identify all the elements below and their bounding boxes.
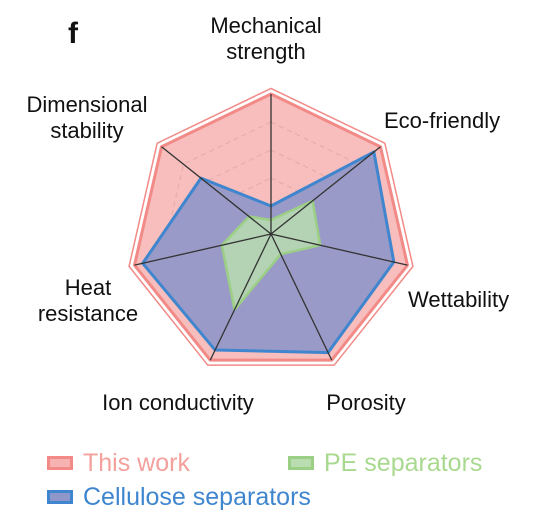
axis-spoke-1 [270,146,381,235]
radar-axes [134,94,408,361]
axis-label-3-line-0: Porosity [326,390,405,415]
legend-item-this-work[interactable]: This work [47,448,190,478]
axis-label-4-line-0: Ion conductivity [102,390,254,415]
axis-label-2-line-0: Wettability [408,287,509,312]
axis-label-6-line-0: Dimensional [26,92,147,117]
grid-ring-outer [128,87,414,366]
legend-label-this-work: This work [83,449,190,477]
axis-label-5-line-1: resistance [38,301,138,326]
axis-spoke-6 [161,146,272,235]
legend-label-cellulose: Cellulose separators [83,483,311,511]
axis-label-3: Porosity [326,390,405,415]
legend-item-cellulose[interactable]: Cellulose separators [47,482,311,512]
axis-label-6-line-1: stability [50,118,123,143]
axis-spoke-2 [270,233,408,266]
axis-spoke-3 [270,233,333,361]
axis-label-0-line-1: strength [226,39,306,64]
legend-swatch-pe [288,456,314,470]
axis-label-1: Eco-friendly [384,108,500,133]
panel-label: f [68,17,79,50]
axis-label-0-line-0: Mechanical [210,13,321,38]
legend-swatch-this-work [47,456,73,470]
axis-label-2: Wettability [408,287,509,312]
legend-item-pe[interactable]: PE separators [288,448,482,478]
axis-spoke-5 [134,233,272,266]
series-pe-separators [220,199,322,311]
legend-label-pe: PE separators [324,449,483,477]
axis-label-1-line-0: Eco-friendly [384,108,500,133]
axis-label-4: Ion conductivity [102,390,254,415]
axis-spoke-4 [209,233,272,361]
legend-swatch-cellulose [47,490,73,504]
axis-label-5-line-0: Heat [65,275,111,300]
